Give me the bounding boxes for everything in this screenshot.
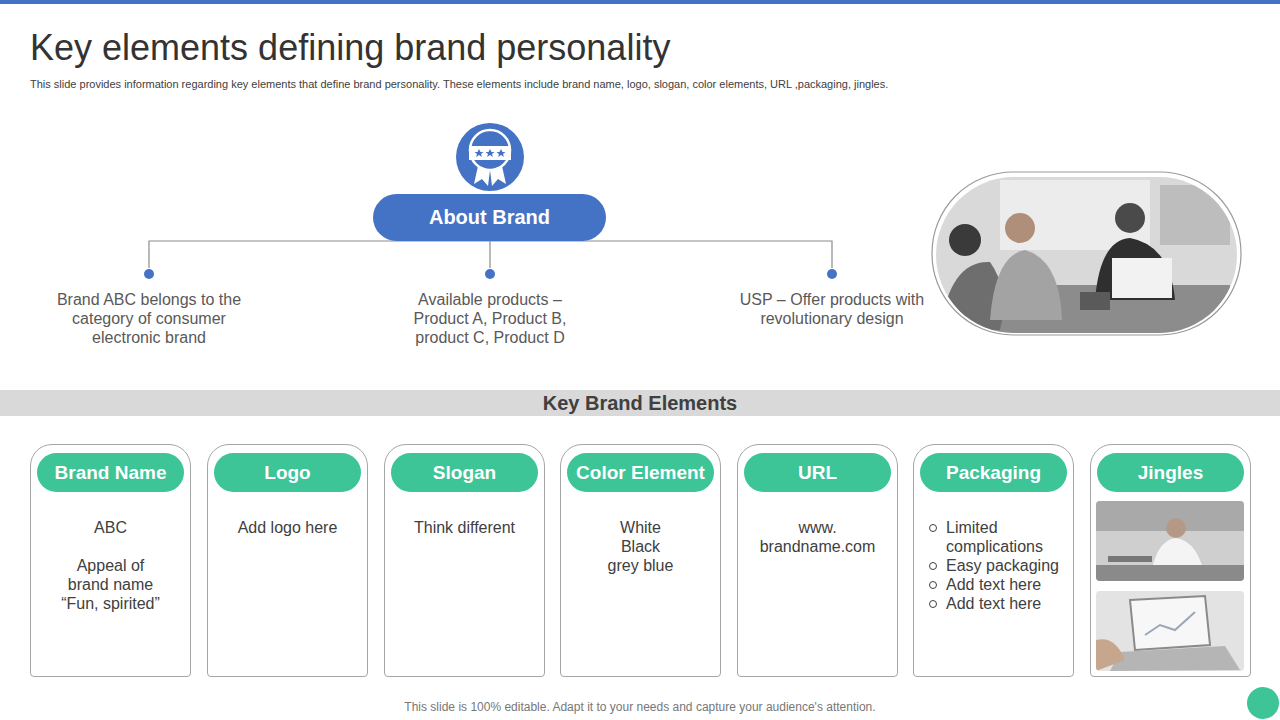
bullet-row: Easy packaging [946, 556, 1059, 575]
bullet-marker [929, 562, 937, 570]
info-text-box: Brand ABC belongs to the category of con… [54, 268, 244, 347]
bullet-row: Add text here [946, 594, 1041, 613]
card-text: www. brandname.com [752, 518, 884, 556]
node-label: Logo [264, 462, 310, 484]
node-label: Brand Name [55, 462, 167, 484]
info-text-box: USP – Offer products with revolutionary … [735, 268, 930, 328]
card-body: www. brandname.com [738, 518, 897, 556]
bullet-row: Add text here [946, 575, 1041, 594]
card-text: ABC [94, 518, 127, 537]
card-text: Think different [414, 518, 515, 537]
element-card: Limited complicationsEasy packagingAdd t… [913, 444, 1074, 677]
element-heading-pill: Logo [214, 453, 361, 492]
element-card: Jingles [1090, 444, 1251, 677]
card-text: Add logo here [238, 518, 338, 537]
about-pill: About Brand [373, 194, 606, 241]
node-label: About Brand [429, 206, 550, 229]
bullet-marker [929, 524, 937, 532]
bullet-row: Limited complications [946, 518, 1070, 556]
node-label: Jingles [1138, 462, 1203, 484]
element-card: Add logo here Logo [207, 444, 368, 677]
bullet-marker [929, 600, 937, 608]
element-heading-pill: Color Element [567, 453, 714, 492]
section-band: Key Brand Elements [0, 390, 1280, 416]
info-text: USP – Offer products with revolutionary … [735, 290, 930, 328]
card-body: White Black grey blue [561, 518, 720, 575]
jingles-photo-2 [1096, 591, 1244, 671]
bullet-text: Add text here [946, 594, 1041, 613]
card-body: ABC Appeal of brand name “Fun, spirited” [31, 518, 190, 613]
card-body: Add logo here [208, 518, 367, 537]
element-card: White Black grey blue Color Element [560, 444, 721, 677]
footer-note: This slide is 100% editable. Adapt it to… [0, 699, 1280, 715]
corner-dot [1247, 687, 1279, 719]
connector-dot [827, 269, 837, 279]
element-heading-pill: Brand Name [37, 453, 184, 492]
element-heading-pill: URL [744, 453, 891, 492]
connector-dot [485, 269, 495, 279]
element-card: Think different Slogan [384, 444, 545, 677]
card-text: Appeal of brand name “Fun, spirited” [55, 556, 167, 613]
connector-line [490, 241, 833, 268]
team-photo [932, 172, 1241, 335]
node-label: Key Brand Elements [543, 392, 738, 415]
connector-dot [144, 269, 154, 279]
slide-subtitle: This slide provides information regardin… [30, 77, 1250, 91]
node-label: URL [798, 462, 837, 484]
element-heading-pill: Packaging [920, 453, 1067, 492]
connector-line [489, 241, 491, 268]
card-body: Think different [385, 518, 544, 537]
card-text: White Black grey blue [605, 518, 677, 575]
jingles-photo-1 [1096, 501, 1244, 581]
slide-title: Key elements defining brand personality [30, 24, 670, 72]
info-text: Brand ABC belongs to the category of con… [54, 290, 244, 347]
bullet-text: Add text here [946, 575, 1041, 594]
bullet-marker [929, 581, 937, 589]
info-text: Available products – Product A, Product … [408, 290, 573, 347]
node-label: Slogan [433, 462, 496, 484]
bullet-text: Limited complications [946, 518, 1070, 556]
connector-line [149, 241, 490, 268]
element-card: www. brandname.com URL [737, 444, 898, 677]
element-heading-pill: Slogan [391, 453, 538, 492]
bullet-text: Easy packaging [946, 556, 1059, 575]
info-text-box: Available products – Product A, Product … [408, 268, 573, 347]
node-label: Color Element [576, 462, 705, 484]
element-heading-pill: Jingles [1097, 453, 1244, 492]
award-icon [456, 123, 524, 191]
element-card: ABC Appeal of brand name “Fun, spirited” B… [30, 444, 191, 677]
node-label: Packaging [946, 462, 1041, 484]
card-body: Limited complicationsEasy packagingAdd t… [946, 518, 1070, 613]
top-bar [0, 0, 1280, 4]
